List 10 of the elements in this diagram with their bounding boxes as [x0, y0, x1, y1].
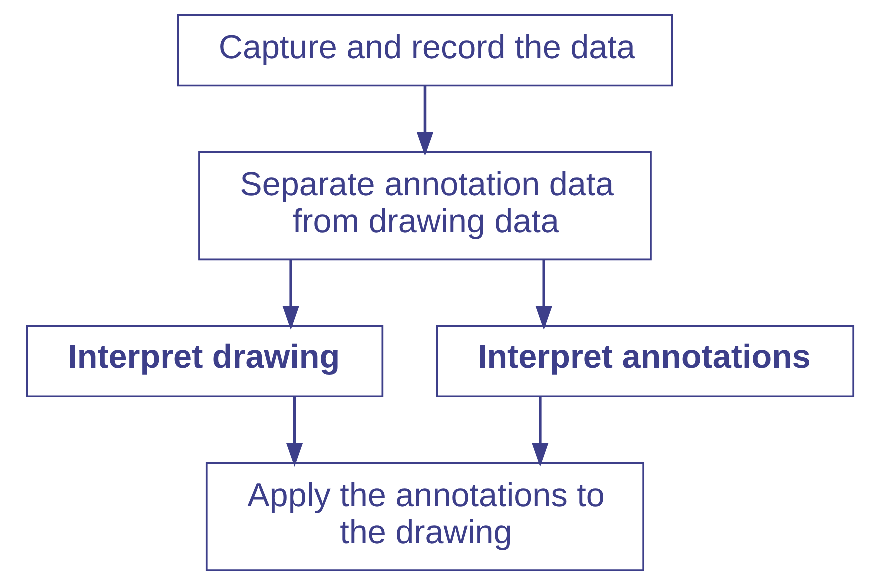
- arrow: [416, 86, 434, 156]
- node-box: Apply the annotations to the drawing: [206, 462, 644, 572]
- arrow: [536, 260, 553, 330]
- arrow: [282, 260, 300, 330]
- node-box: Capture and record the data: [177, 14, 674, 87]
- arrow: [532, 396, 549, 468]
- node-box: Interpret annotations: [436, 325, 855, 398]
- node-box: Interpret drawing: [26, 325, 384, 398]
- arrow: [286, 396, 304, 468]
- node-box: Separate annotation data from drawing data: [198, 151, 652, 261]
